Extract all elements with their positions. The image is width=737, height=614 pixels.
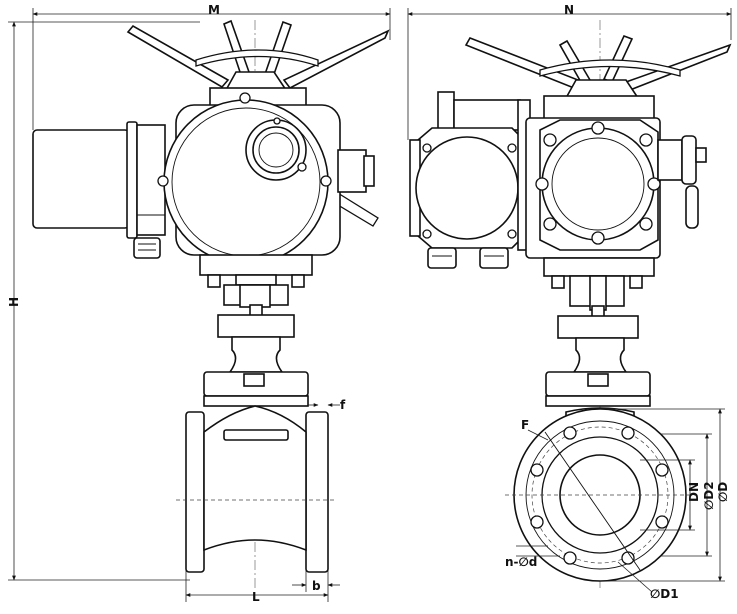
gearbox-right — [525, 95, 707, 259]
label-nd: n-∅d — [505, 555, 537, 569]
label-d2: ∅D2 — [702, 481, 716, 510]
stem-right — [543, 257, 655, 421]
flange-dimensions — [516, 408, 725, 593]
label-d: ∅D — [716, 482, 730, 502]
handwheel-left — [126, 19, 390, 227]
label-l: L — [252, 590, 260, 604]
label-d1: ∅D1 — [650, 587, 679, 601]
label-b: b — [312, 579, 321, 593]
label-m: M — [208, 3, 220, 17]
stem-left — [199, 254, 313, 407]
motor-left — [32, 121, 166, 259]
actuator-body-left — [157, 87, 375, 270]
side-view — [409, 20, 732, 593]
labels: M N H f L b F DN ∅D2 ∅D n-∅d ∅D1 — [7, 3, 730, 604]
front-view — [32, 19, 390, 590]
handwheel-right — [464, 34, 732, 99]
flange-face — [505, 408, 695, 582]
cover-plate-right — [409, 91, 531, 269]
label-h: H — [7, 297, 21, 307]
label-f-flange: F — [521, 418, 529, 432]
label-n: N — [564, 3, 574, 17]
dimension-lines — [8, 8, 732, 602]
label-dn: DN — [687, 482, 701, 502]
valve-body-left — [176, 405, 336, 573]
label-f-top: f — [340, 398, 346, 412]
